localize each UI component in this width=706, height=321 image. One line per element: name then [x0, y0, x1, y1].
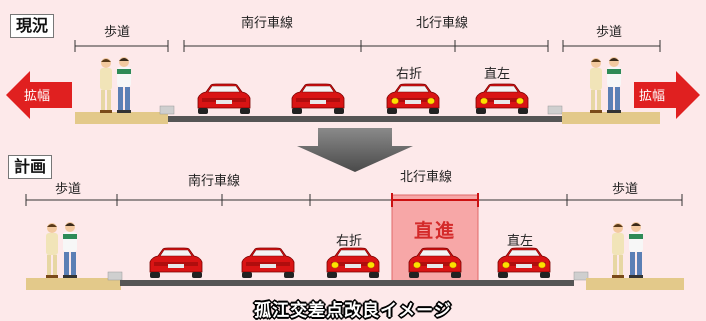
plan-dimension-lines [25, 194, 683, 206]
down-arrow-icon [297, 128, 413, 172]
car-icon [149, 247, 203, 279]
plan-sidewalk-right-label: 歩道 [612, 182, 639, 197]
current-right-turn-label: 右折 [396, 67, 423, 82]
current-sidewalk-left [75, 112, 168, 124]
plan-section-title: 計画 [8, 155, 53, 179]
plan-southbound-label: 南行車線 [188, 174, 241, 189]
plan-road [120, 280, 574, 286]
car-icon [241, 247, 295, 279]
current-dimension-lines [74, 40, 661, 52]
plan-straight-label: 直進 [413, 220, 456, 242]
pedestrians-icon [612, 222, 643, 278]
current-sidewalk-right-label: 歩道 [596, 25, 623, 40]
current-straight-left-label: 直左 [484, 67, 511, 82]
current-sidewalk-right [562, 112, 660, 124]
plan-straight-left-label: 直左 [507, 234, 534, 249]
widening-arrow-left [6, 71, 72, 119]
plan-right-turn-label: 右折 [336, 234, 363, 249]
car-icon [475, 83, 529, 115]
car-icon [326, 247, 380, 279]
car-icon [291, 83, 345, 115]
current-southbound-label: 南行車線 [241, 16, 294, 31]
car-icon [497, 247, 551, 279]
current-road [168, 116, 563, 122]
diagram-caption: 孤江交差点改良イメージ [254, 301, 452, 321]
plan-sidewalk-right [586, 278, 684, 290]
current-section-title: 現況 [10, 14, 55, 38]
widening-label-right: 拡幅 [639, 89, 665, 104]
pedestrians-icon [100, 57, 131, 113]
plan-sidewalk-left [26, 278, 121, 290]
plan-sidewalk-left-label: 歩道 [55, 182, 82, 197]
current-sidewalk-left-label: 歩道 [104, 25, 131, 40]
widening-label-left: 拡幅 [24, 89, 50, 104]
car-icon [197, 83, 251, 115]
plan-northbound-label: 北行車線 [400, 170, 453, 185]
pedestrians-icon [590, 57, 621, 113]
current-northbound-label: 北行車線 [416, 16, 469, 31]
pedestrians-icon [46, 222, 77, 278]
widening-arrow-right [634, 71, 700, 119]
car-icon [386, 83, 440, 115]
